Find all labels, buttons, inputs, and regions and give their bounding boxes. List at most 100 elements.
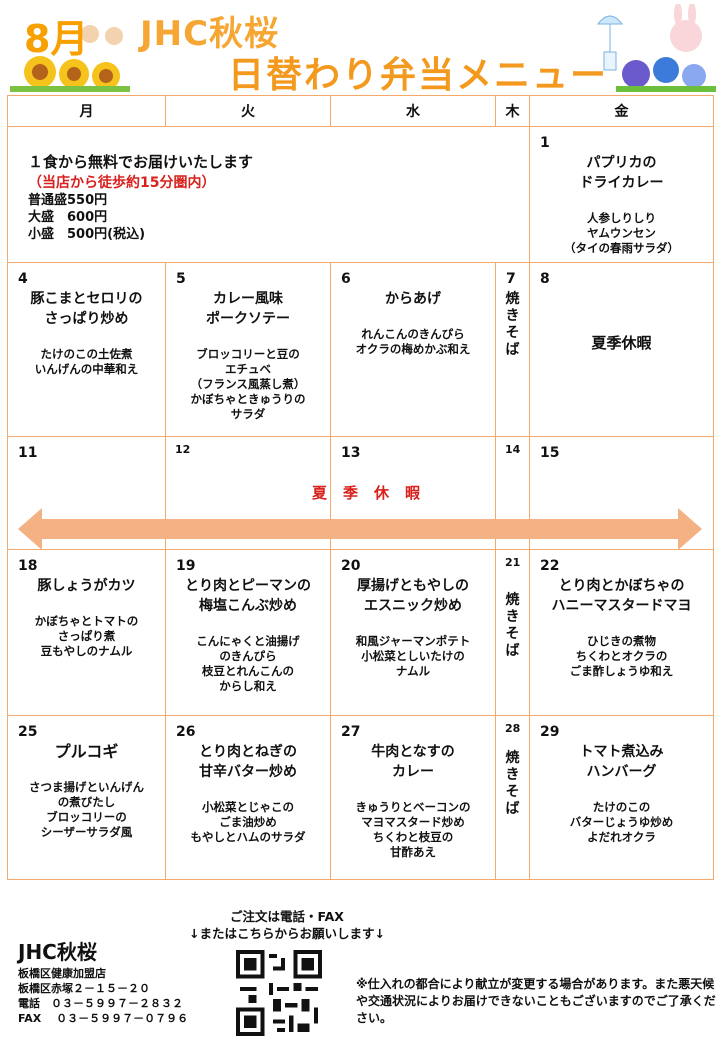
side-dishes: きゅうりとベーコンの マヨマスタード炒め ちくわと枝豆の 甘酢あえ [355,800,471,859]
main-dish-vertical: 焼 き そ ば [505,592,520,659]
order-info: ご注文は電話・FAX ↓またはこちらからお願いします↓ [172,908,402,942]
intro-free-delivery: １食から無料でお届けいたします [28,153,254,171]
main-dish: 厚揚げともやしの エスニック炒め [357,578,469,614]
week-row: 4 豚こまとセロリの さっぱり炒め たけのこの土佐煮 いんげんの中華和え 5 カ… [7,262,714,437]
day-cell: 4 豚こまとセロリの さっぱり炒め たけのこの土佐煮 いんげんの中華和え [7,262,166,437]
weekday-thu: 木 [495,95,530,127]
day-cell: 20 厚揚げともやしの エスニック炒め 和風ジャーマンポテト 小松菜としいたけの… [330,549,496,716]
day-cell: 27 牛肉となすの カレー きゅうりとベーコンの マヨマスタード炒め ちくわと枝… [330,715,496,880]
day-number: 4 [18,271,28,287]
day-number: 28 [505,722,521,735]
main-dish: からあげ [385,291,441,307]
day-number: 20 [341,558,361,574]
day-cell: 7 焼 き そ ば [495,262,530,437]
side-dishes: かぼちゃとトマトの さっぱり煮 豆もやしのナムル [34,614,139,658]
day-number: 13 [341,445,361,461]
day-cell: 26 とり肉とねぎの 甘辛バター炒め 小松菜とじゃこの ごま油炒め もやしとハム… [165,715,331,880]
main-dish-vertical: 焼 き そ ば [505,291,520,358]
main-dish: 夏季休暇 [591,334,652,352]
side-dishes: 和風ジャーマンポテト 小松菜としいたけの ナムル [355,634,471,678]
side-dishes: ひじきの煮物 ちくわとオクラの ごま酢しょうゆ和え [569,634,674,678]
intro-cell: １食から無料でお届けいたします （当店から徒歩約15分圏内） 普通盛550円 大… [7,126,530,263]
side-dishes: れんこんのきんぴら オクラの梅めかぶ和え [355,327,471,356]
main-dish: パプリカの ドライカレー [579,155,664,191]
day-number: 21 [505,556,521,569]
side-dishes: さつま揚げといんげん の煮びたし ブロッコリーの シーザーサラダ風 [29,780,144,839]
side-dishes: 小松菜とじゃこの ごま油炒め もやしとハムのサラダ [190,800,306,844]
weekday-tue: 火 [165,95,331,127]
intro-text: １食から無料でお届けいたします （当店から徒歩約15分圏内） 普通盛550円 大… [28,151,253,243]
side-dishes: たけのこの バターじょうゆ炒め よだれオクラ [569,800,674,844]
week-row: １食から無料でお届けいたします （当店から徒歩約15分圏内） 普通盛550円 大… [7,126,714,263]
shop-title: JHC秋桜 [140,14,280,54]
day-cell: 6 からあげ れんこんのきんぴら オクラの梅めかぶ和え [330,262,496,437]
day-number: 22 [540,558,560,574]
double-arrow-icon [18,508,702,550]
weekday-wed: 水 [330,95,496,127]
side-dishes: たけのこの土佐煮 いんげんの中華和え [34,347,139,376]
day-number: 29 [540,724,560,740]
day-number: 19 [176,558,196,574]
weekday-header-row: 月 火 水 木 金 [7,95,714,127]
month-badge: 8月 [24,17,89,61]
main-dish: トマト煮込み ハンバーグ [579,744,664,780]
weekday-mon: 月 [7,95,166,127]
week-row: 18 豚しょうがカツ かぼちゃとトマトの さっぱり煮 豆もやしのナムル 19 と… [7,549,714,716]
address-line: 板橋区赤塚２－１５－２０ [18,982,150,995]
order-line-phone-fax: ご注文は電話・FAX [230,909,344,924]
summer-holiday-banner: 夏季休暇 [312,484,437,502]
day-number: 7 [506,271,516,287]
day-number: 18 [18,558,38,574]
main-dish: カレー風味 ポークソテー [206,291,290,327]
day-number: 15 [540,445,560,461]
day-number: 5 [176,271,186,287]
day-number: 8 [540,271,550,287]
day-cell: 1 パプリカの ドライカレー 人参しりしり ヤムウンセン （タイの春雨サラダ） [529,126,714,263]
day-number: 12 [175,443,191,456]
day-cell: 25 プルコギ さつま揚げといんげん の煮びたし ブロッコリーの シーザーサラダ… [7,715,166,880]
menu-title: 日替わり弁当メニュー [228,55,609,96]
fax-line: FAX ０３－５９９７－０７９６ [18,1012,189,1025]
day-number: 25 [18,724,38,740]
day-number: 14 [505,443,521,456]
main-dish: 豚しょうがカツ [37,578,136,594]
order-qr-code[interactable] [236,950,322,1036]
week-row: 25 プルコギ さつま揚げといんげん の煮びたし ブロッコリーの シーザーサラダ… [7,715,714,880]
day-number: 27 [341,724,361,740]
day-cell: 18 豚しょうがカツ かぼちゃとトマトの さっぱり煮 豆もやしのナムル [7,549,166,716]
main-dish: とり肉とかぼちゃの ハニーマスタードマヨ [551,578,692,614]
header: 8月 JHC秋桜 日替わり弁当メニュー [0,0,720,96]
day-cell: 19 とり肉とピーマンの 梅塩こんぶ炒め こんにゃくと油揚げ のきんぴら 枝豆と… [165,549,331,716]
main-dish-vertical: 焼 き そ ば [505,750,520,817]
day-number: 26 [176,724,196,740]
main-dish: 豚こまとセロリの さっぱり炒め [30,291,143,327]
day-cell: 5 カレー風味 ポークソテー ブロッコリーと豆の エチュベ （フランス風蒸し煮）… [165,262,331,437]
day-number: 11 [18,445,38,461]
footer: ご注文は電話・FAX ↓またはこちらからお願いします↓ JHC秋桜 板橋区健康加… [0,880,720,1040]
day-cell: 22 とり肉とかぼちゃの ハニーマスタードマヨ ひじきの煮物 ちくわとオクラの … [529,549,714,716]
day-number: 1 [540,135,550,151]
price-large: 大盛 600円 [28,210,108,225]
side-dishes: ブロッコリーと豆の エチュベ （フランス風蒸し煮） かぼちゃときゅうりの サラダ [190,347,306,421]
phone-line: 電話 ０３－５９９７－２８３２ [18,997,183,1010]
weekday-fri: 金 [529,95,714,127]
side-dishes: 人参しりしり ヤムウンセン （タイの春雨サラダ） [564,211,679,255]
price-small: 小盛 500円(税込) [28,227,146,242]
day-cell: 8 夏季休暇 [529,262,714,437]
price-normal: 普通盛550円 [28,193,108,208]
day-cell: 28 焼 き そ ば [495,715,530,880]
sunflower-kids-illustration [10,25,130,92]
main-dish: プルコギ [54,742,119,761]
menu-change-notice: ※仕入れの都合により献立が変更する場合があります。また悪天候や交通状況によりお届… [356,977,716,1025]
address-line: 板橋区健康加盟店 [18,967,106,980]
order-line-qr: ↓またはこちらからお願いします↓ [189,926,385,941]
shop-address: 板橋区健康加盟店 板橋区赤塚２－１５－２０ 電話 ０３－５９９７－２８３２ FA… [18,966,188,1026]
day-cell: 21 焼 き そ ば [495,549,530,716]
footer-brand: JHC秋桜 [18,940,97,964]
intro-area: （当店から徒歩約15分圏内） [28,175,216,191]
windchime-rabbit-illustration [596,4,716,92]
main-dish: 牛肉となすの カレー [371,744,455,780]
day-cell: 29 トマト煮込み ハンバーグ たけのこの バターじょうゆ炒め よだれオクラ [529,715,714,880]
main-dish: とり肉とピーマンの 梅塩こんぶ炒め [185,578,311,614]
side-dishes: こんにゃくと油揚げ のきんぴら 枝豆とれんこんの からし和え [196,634,300,693]
